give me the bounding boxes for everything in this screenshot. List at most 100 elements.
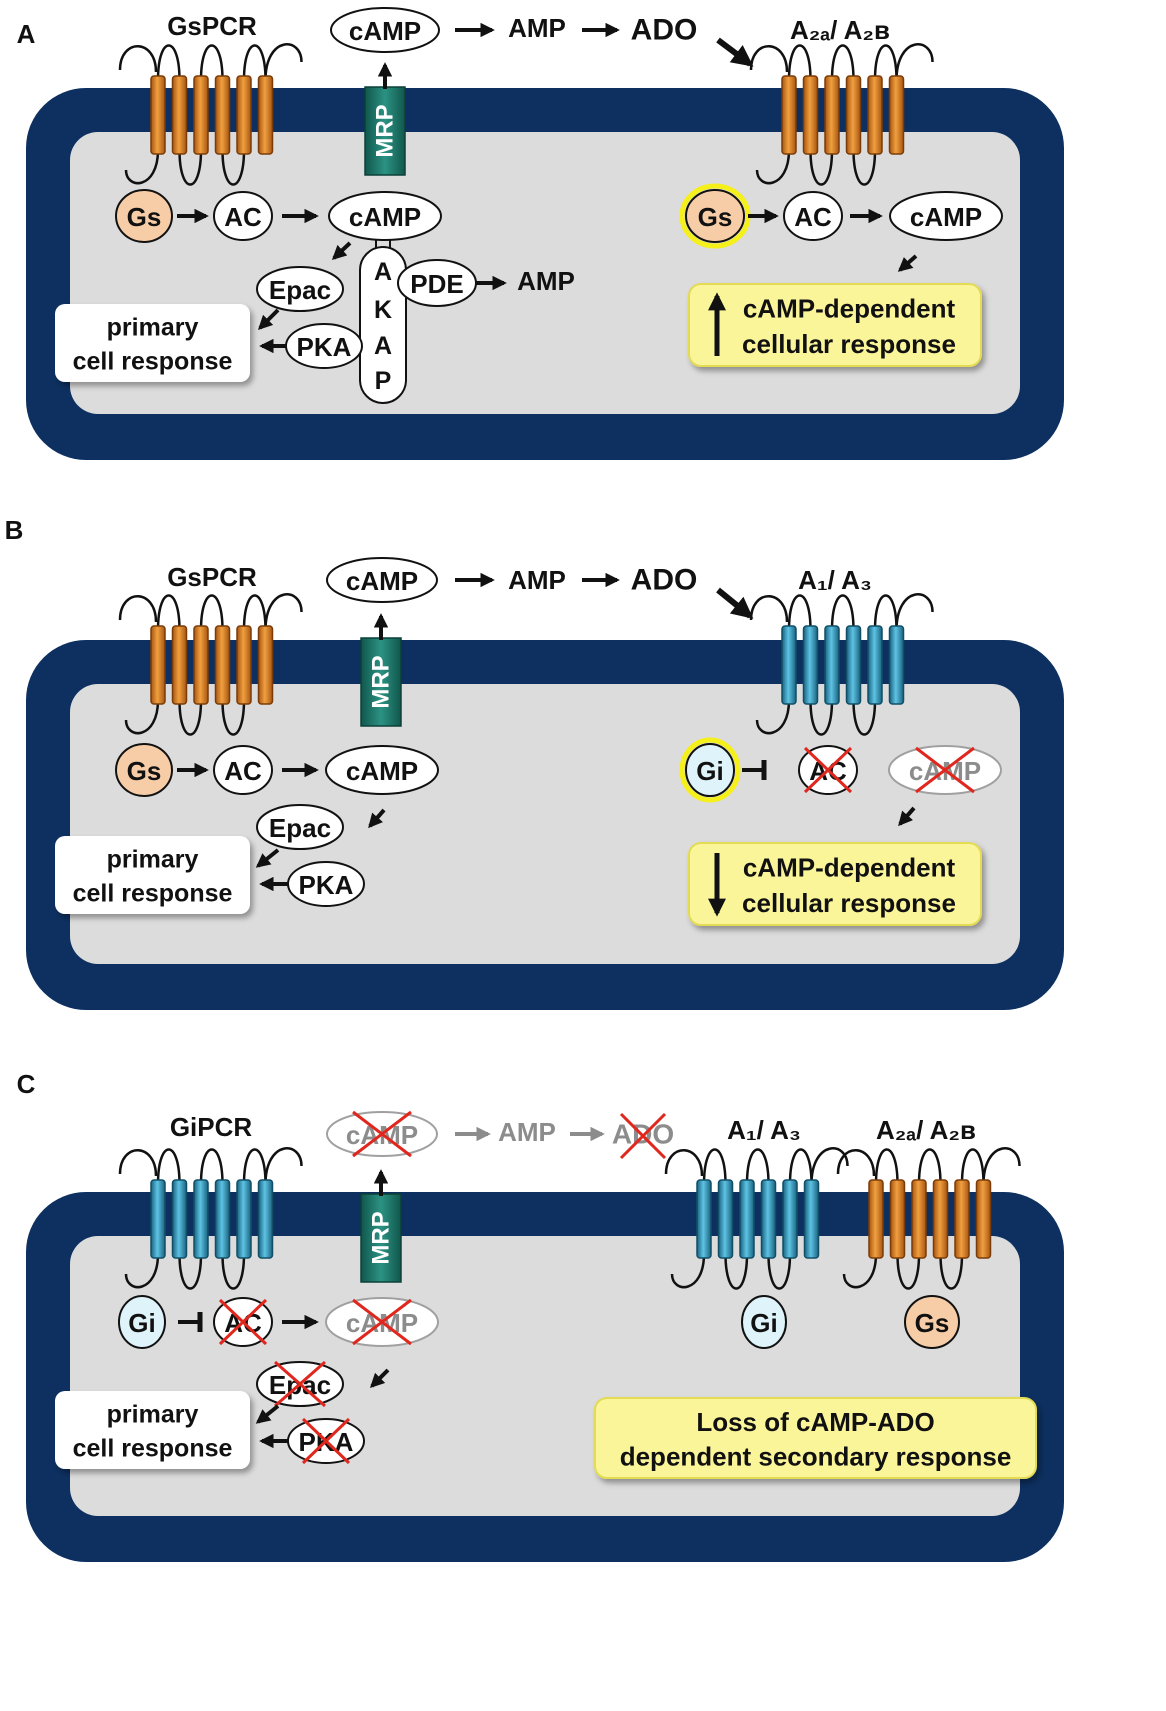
pka-label: PKA [299,870,354,900]
transmembrane-helix [888,625,905,705]
adenylyl-cyclase: AC [783,191,843,241]
arrow [368,808,386,829]
receptor-gs-coupled [118,43,303,186]
akap-letter: A [374,258,392,286]
transmembrane-helix [257,1179,274,1259]
receptor-name: A₂ₐ/ A₂ʙ [790,15,890,45]
pka: PKA [285,323,363,369]
transmembrane-helix [802,75,819,155]
extracellular-amp: AMP [498,1117,556,1147]
adenylyl-cyclase-label: AC [224,756,262,786]
transmembrane-helix [214,1179,231,1259]
gs-protein: Gs [904,1295,960,1349]
transmembrane-helix [867,75,883,155]
transmembrane-helix [193,625,209,705]
primary-response-line: primary [107,313,199,341]
receptor-name: GiPCR [170,1112,253,1142]
arrow [257,308,280,331]
transmembrane-helix [889,1179,906,1259]
adenylyl-cyclase: AC [798,745,858,795]
camp-response-box-line: cellular response [742,888,956,918]
panel-label: B [5,515,24,545]
transmembrane-helix [824,625,840,705]
transmembrane-helix [236,75,252,155]
intracellular-camp-label: cAMP [910,202,982,232]
transmembrane-helix [214,75,231,155]
adenylyl-cyclase: AC [213,1297,273,1347]
epac: Epac [256,1360,344,1408]
arrow [369,1368,390,1389]
transmembrane-helix [911,1179,927,1259]
inhibited-cross [352,1110,412,1158]
camp-response-box: cAMP-dependent cellular response [688,842,982,926]
inhibited-cross [218,1298,268,1346]
arrow [898,806,916,827]
akap-letter: A [374,332,392,360]
camp-response-box-line: cAMP-dependent [743,853,956,883]
receptor-name: A₁/ A₃ [727,1115,801,1145]
adenylyl-cyclase: AC [213,191,273,241]
inhibited-cross [352,1298,412,1346]
transmembrane-helix [824,75,840,155]
receptor-gs-coupled [749,43,934,186]
transmembrane-helix [171,625,188,705]
arrow [255,848,280,868]
inhibited-cross [915,746,975,794]
transmembrane-helix [739,1179,755,1259]
mrp-label: MRP [368,655,395,708]
transmembrane-helix [954,1179,970,1259]
transmembrane-helix [867,625,883,705]
transmembrane-helix [257,625,274,705]
intracellular-camp: cAMP [325,1297,439,1347]
intracellular-camp-label: cAMP [346,756,418,786]
extracellular-camp: cAMP [326,1110,438,1158]
intracellular-camp: cAMP [888,745,1002,795]
transmembrane-helix [781,75,797,155]
receptor-gi-coupled [664,1147,849,1290]
gs-protein: Gs [115,743,173,797]
gs-protein: Gs [115,189,173,243]
receptor-name: A₂ₐ/ A₂ʙ [876,1115,976,1145]
transmembrane-helix [760,1179,777,1259]
akap-letter: K [374,296,392,324]
receptor-gi-coupled [749,593,934,736]
pka: PKA [287,861,365,907]
epac-label: Epac [269,813,331,843]
receptor-name: GsPCR [167,11,257,41]
transmembrane-helix [975,1179,992,1259]
gi-protein: Gi [118,1295,166,1349]
pka-label: PKA [297,332,352,362]
arrow [331,241,352,260]
transmembrane-helix [802,625,819,705]
transmembrane-helix [782,1179,798,1259]
receptor-gs-coupled [118,593,303,736]
extracellular-amp: AMP [508,13,566,43]
receptor-name: GsPCR [167,562,257,592]
pde-product-amp: AMP [517,266,575,296]
transmembrane-helix [214,625,231,705]
transmembrane-helix [150,625,166,705]
primary-response-line: primary [107,845,199,873]
akap-letter: P [375,367,392,395]
primary-response-line: cell response [73,348,233,376]
gi-protein-label: Gi [128,1308,155,1338]
intracellular-camp: cAMP [325,745,439,795]
mrp-transporter: MRP [364,62,406,176]
inhibited-cross [301,1417,351,1465]
transmembrane-helix [717,1179,734,1259]
loss-response-box-line: Loss of cAMP-ADO [696,1407,934,1437]
extracellular-ado: ADO [631,564,698,597]
extracellular-camp: cAMP [330,7,440,53]
transmembrane-helix [236,1179,252,1259]
transmembrane-helix [845,75,862,155]
pde-label: PDE [410,269,463,299]
transmembrane-helix [932,1179,949,1259]
pde: PDE [397,259,477,307]
primary-response-line: cell response [73,880,233,908]
